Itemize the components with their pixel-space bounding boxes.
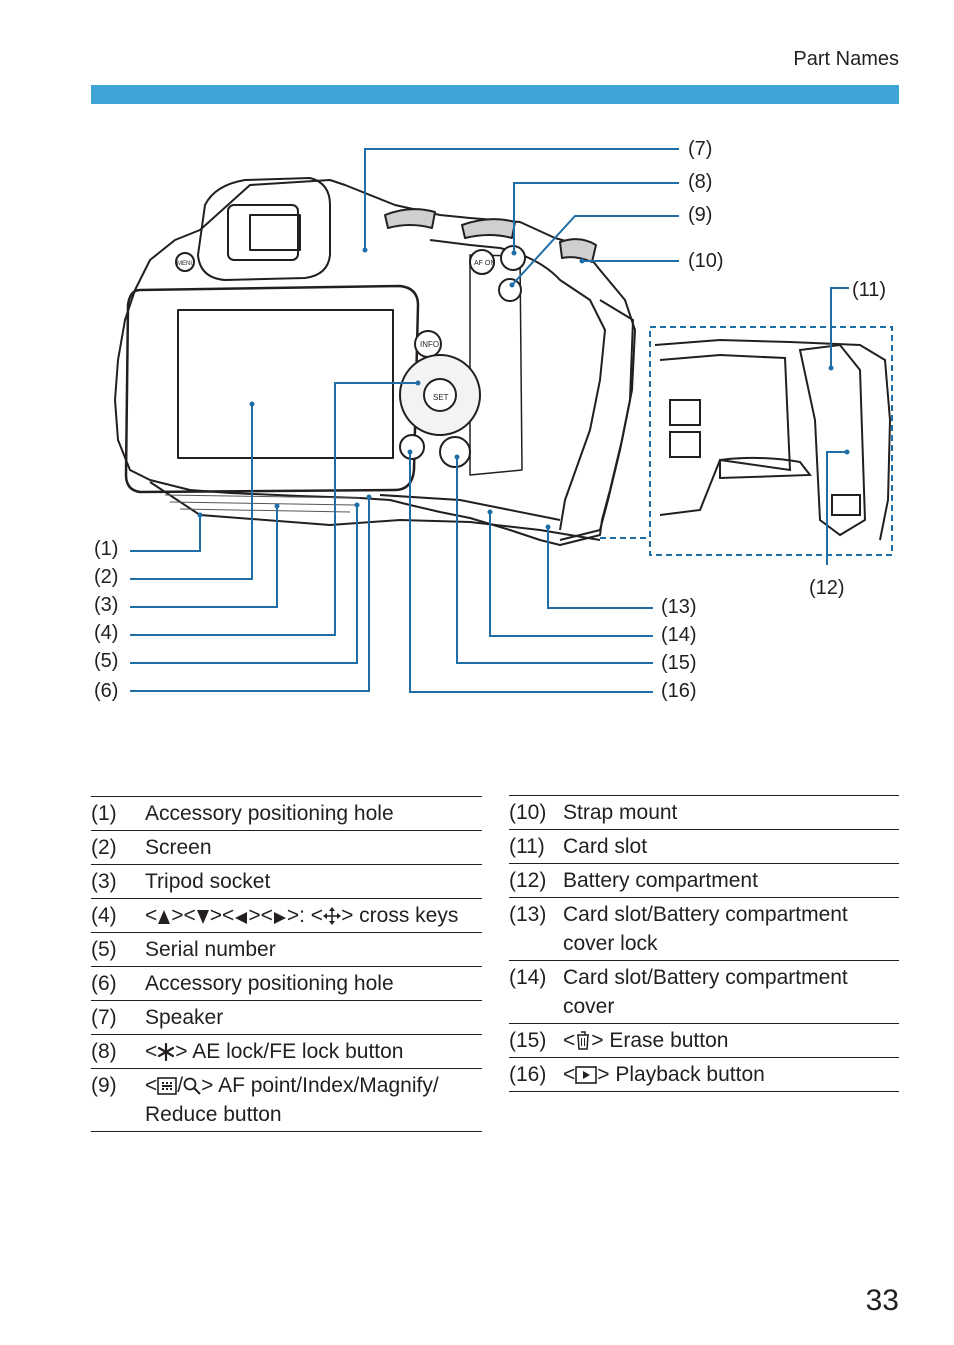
part-name-ae-lock: <> AE lock/FE lock button: [145, 1034, 482, 1069]
af-point-index-icon: [157, 1077, 178, 1095]
part-number: (10): [509, 795, 563, 830]
part-number: (9): [91, 1068, 145, 1132]
info-button-label: INFO: [420, 340, 439, 349]
callout-4: (4): [94, 622, 118, 644]
section-title: Part Names: [793, 48, 899, 70]
cross-keys-icon: [323, 907, 342, 925]
part-number: (13): [509, 897, 563, 961]
part-name: Accessory positioning hole: [145, 966, 482, 1001]
camera-figure: INFO SET AF ON MENU: [94, 138, 893, 702]
camera-buttons: [175, 245, 526, 468]
up-triangle-icon: [158, 910, 171, 924]
table-row: (3) Tripod socket: [91, 864, 482, 899]
part-name: Battery compartment: [563, 863, 899, 898]
callout-2: (2): [94, 566, 118, 588]
table-row: (11) Card slot: [509, 829, 899, 864]
callout-3: (3): [94, 594, 118, 616]
part-name: Card slot/Battery compartment cover lock: [563, 897, 899, 961]
callout-15: (15): [661, 652, 697, 674]
parts-table-right: (10) Strap mount (11) Card slot (12) Bat…: [509, 795, 899, 1092]
table-row: (14) Card slot/Battery compartment cover: [509, 960, 899, 1024]
camera-illustration: [114, 177, 636, 546]
part-name: Card slot/Battery compartment cover: [563, 960, 899, 1024]
part-number: (5): [91, 932, 145, 967]
part-name-playback: <> Playback button: [563, 1057, 899, 1092]
callout-7: (7): [688, 138, 712, 160]
table-row: (1) Accessory positioning hole: [91, 796, 482, 831]
compartment-inset: [600, 326, 893, 556]
table-row: (9) </> AF point/Index/Magnify/ Reduce b…: [91, 1068, 482, 1132]
callout-16: (16): [661, 680, 697, 702]
callout-12: (12): [809, 577, 845, 599]
af-point-text: AF point/Index/Magnify/ Reduce button: [145, 1074, 439, 1126]
part-name: Screen: [145, 830, 482, 865]
callout-13: (13): [661, 596, 697, 618]
callout-14: (14): [661, 624, 697, 646]
menu-button-label: MENU: [177, 261, 195, 267]
page-number: 33: [865, 1284, 899, 1317]
table-row: (12) Battery compartment: [509, 863, 899, 898]
part-number: (15): [509, 1023, 563, 1058]
part-name-af-point: </> AF point/Index/Magnify/ Reduce butto…: [145, 1068, 482, 1132]
part-name: Accessory positioning hole: [145, 796, 482, 831]
left-triangle-icon: [235, 912, 248, 924]
callout-1: (1): [94, 538, 118, 560]
callout-lines: [130, 148, 849, 693]
part-name: Speaker: [145, 1000, 482, 1035]
part-name-erase: <> Erase button: [563, 1023, 899, 1058]
part-name: Card slot: [563, 829, 899, 864]
af-on-button-label: AF ON: [474, 260, 495, 267]
table-row: (16) <> Playback button: [509, 1057, 899, 1092]
part-number: (8): [91, 1034, 145, 1069]
right-triangle-icon: [273, 912, 286, 924]
part-number: (3): [91, 864, 145, 899]
part-number: (11): [509, 829, 563, 864]
part-number: (7): [91, 1000, 145, 1035]
part-number: (12): [509, 863, 563, 898]
callout-9: (9): [688, 204, 712, 226]
callout-8: (8): [688, 171, 712, 193]
cross-keys-text: cross keys: [359, 904, 459, 927]
callout-11: (11): [852, 279, 886, 301]
part-number: (4): [91, 898, 145, 933]
header-bar: [91, 85, 899, 104]
ae-lock-text: AE lock/FE lock button: [192, 1040, 404, 1063]
part-number: (16): [509, 1057, 563, 1092]
down-triangle-icon: [196, 910, 209, 924]
magnify-icon: [183, 1077, 201, 1095]
playback-text: Playback button: [615, 1063, 765, 1086]
callout-5: (5): [94, 650, 118, 672]
playback-icon: [575, 1066, 598, 1084]
table-row: (4) <><><><>: <> cross keys: [91, 898, 482, 933]
ae-lock-star-icon: [158, 1043, 175, 1061]
part-number: (1): [91, 796, 145, 831]
set-button-label: SET: [433, 393, 449, 402]
table-row: (5) Serial number: [91, 932, 482, 967]
table-row: (13) Card slot/Battery compartment cover…: [509, 897, 899, 961]
parts-table-left: (1) Accessory positioning hole (2) Scree…: [91, 796, 482, 1132]
table-row: (7) Speaker: [91, 1000, 482, 1035]
part-number: (14): [509, 960, 563, 1024]
table-row: (10) Strap mount: [509, 795, 899, 830]
part-name-cross-keys: <><><><>: <> cross keys: [145, 898, 482, 933]
table-row: (8) <> AE lock/FE lock button: [91, 1034, 482, 1069]
table-row: (2) Screen: [91, 830, 482, 865]
erase-text: Erase button: [609, 1029, 729, 1052]
table-row: (15) <> Erase button: [509, 1023, 899, 1058]
part-number: (2): [91, 830, 145, 865]
trash-icon: [577, 1031, 590, 1050]
callout-6: (6): [94, 680, 118, 702]
part-name: Tripod socket: [145, 864, 482, 899]
callout-10: (10): [688, 250, 724, 272]
part-name: Strap mount: [563, 795, 899, 830]
part-number: (6): [91, 966, 145, 1001]
table-row: (6) Accessory positioning hole: [91, 966, 482, 1001]
part-name: Serial number: [145, 932, 482, 967]
